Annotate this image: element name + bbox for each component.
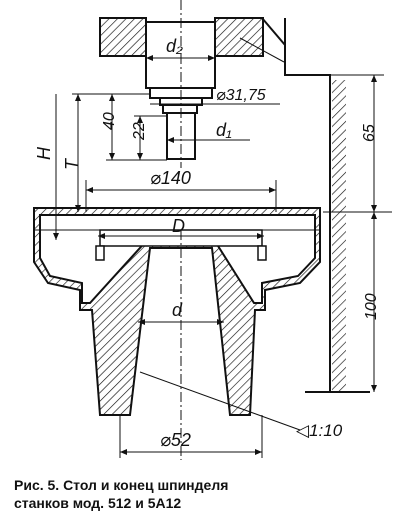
label-dia-52: ⌀52 [160,430,191,450]
label-dia-140: ⌀140 [150,168,191,188]
dimension-lines [53,55,384,458]
label-dia-31-75: ⌀31,75 [216,87,266,104]
label-d: d [172,300,183,320]
label-22: 22 [131,122,148,141]
label-d2: d₂ [166,36,183,56]
spindle-table-drawing: d₂ ⌀31,75 d₁ 40 22 H T ⌀140 D d 65 100 ◁… [33,0,392,460]
label-H: H [34,146,54,160]
label-D: D [172,216,185,236]
caption-line-2: станков мод. 512 и 5А12 [14,495,182,511]
label-taper: ◁1:10 [296,421,343,440]
label-40: 40 [101,112,118,130]
label-65: 65 [361,124,378,142]
label-T: T [62,157,82,170]
label-100: 100 [363,293,380,320]
caption-line-1: Рис. 5. Стол и конец шпинделя [14,477,229,493]
machine-column [284,18,392,393]
dimension-labels: d₂ ⌀31,75 d₁ 40 22 H T ⌀140 D d 65 100 ◁… [34,36,380,450]
label-d1: d₁ [216,120,232,140]
figure-caption: Рис. 5. Стол и конец шпинделя станков мо… [14,476,394,512]
spindle-head [99,0,286,168]
